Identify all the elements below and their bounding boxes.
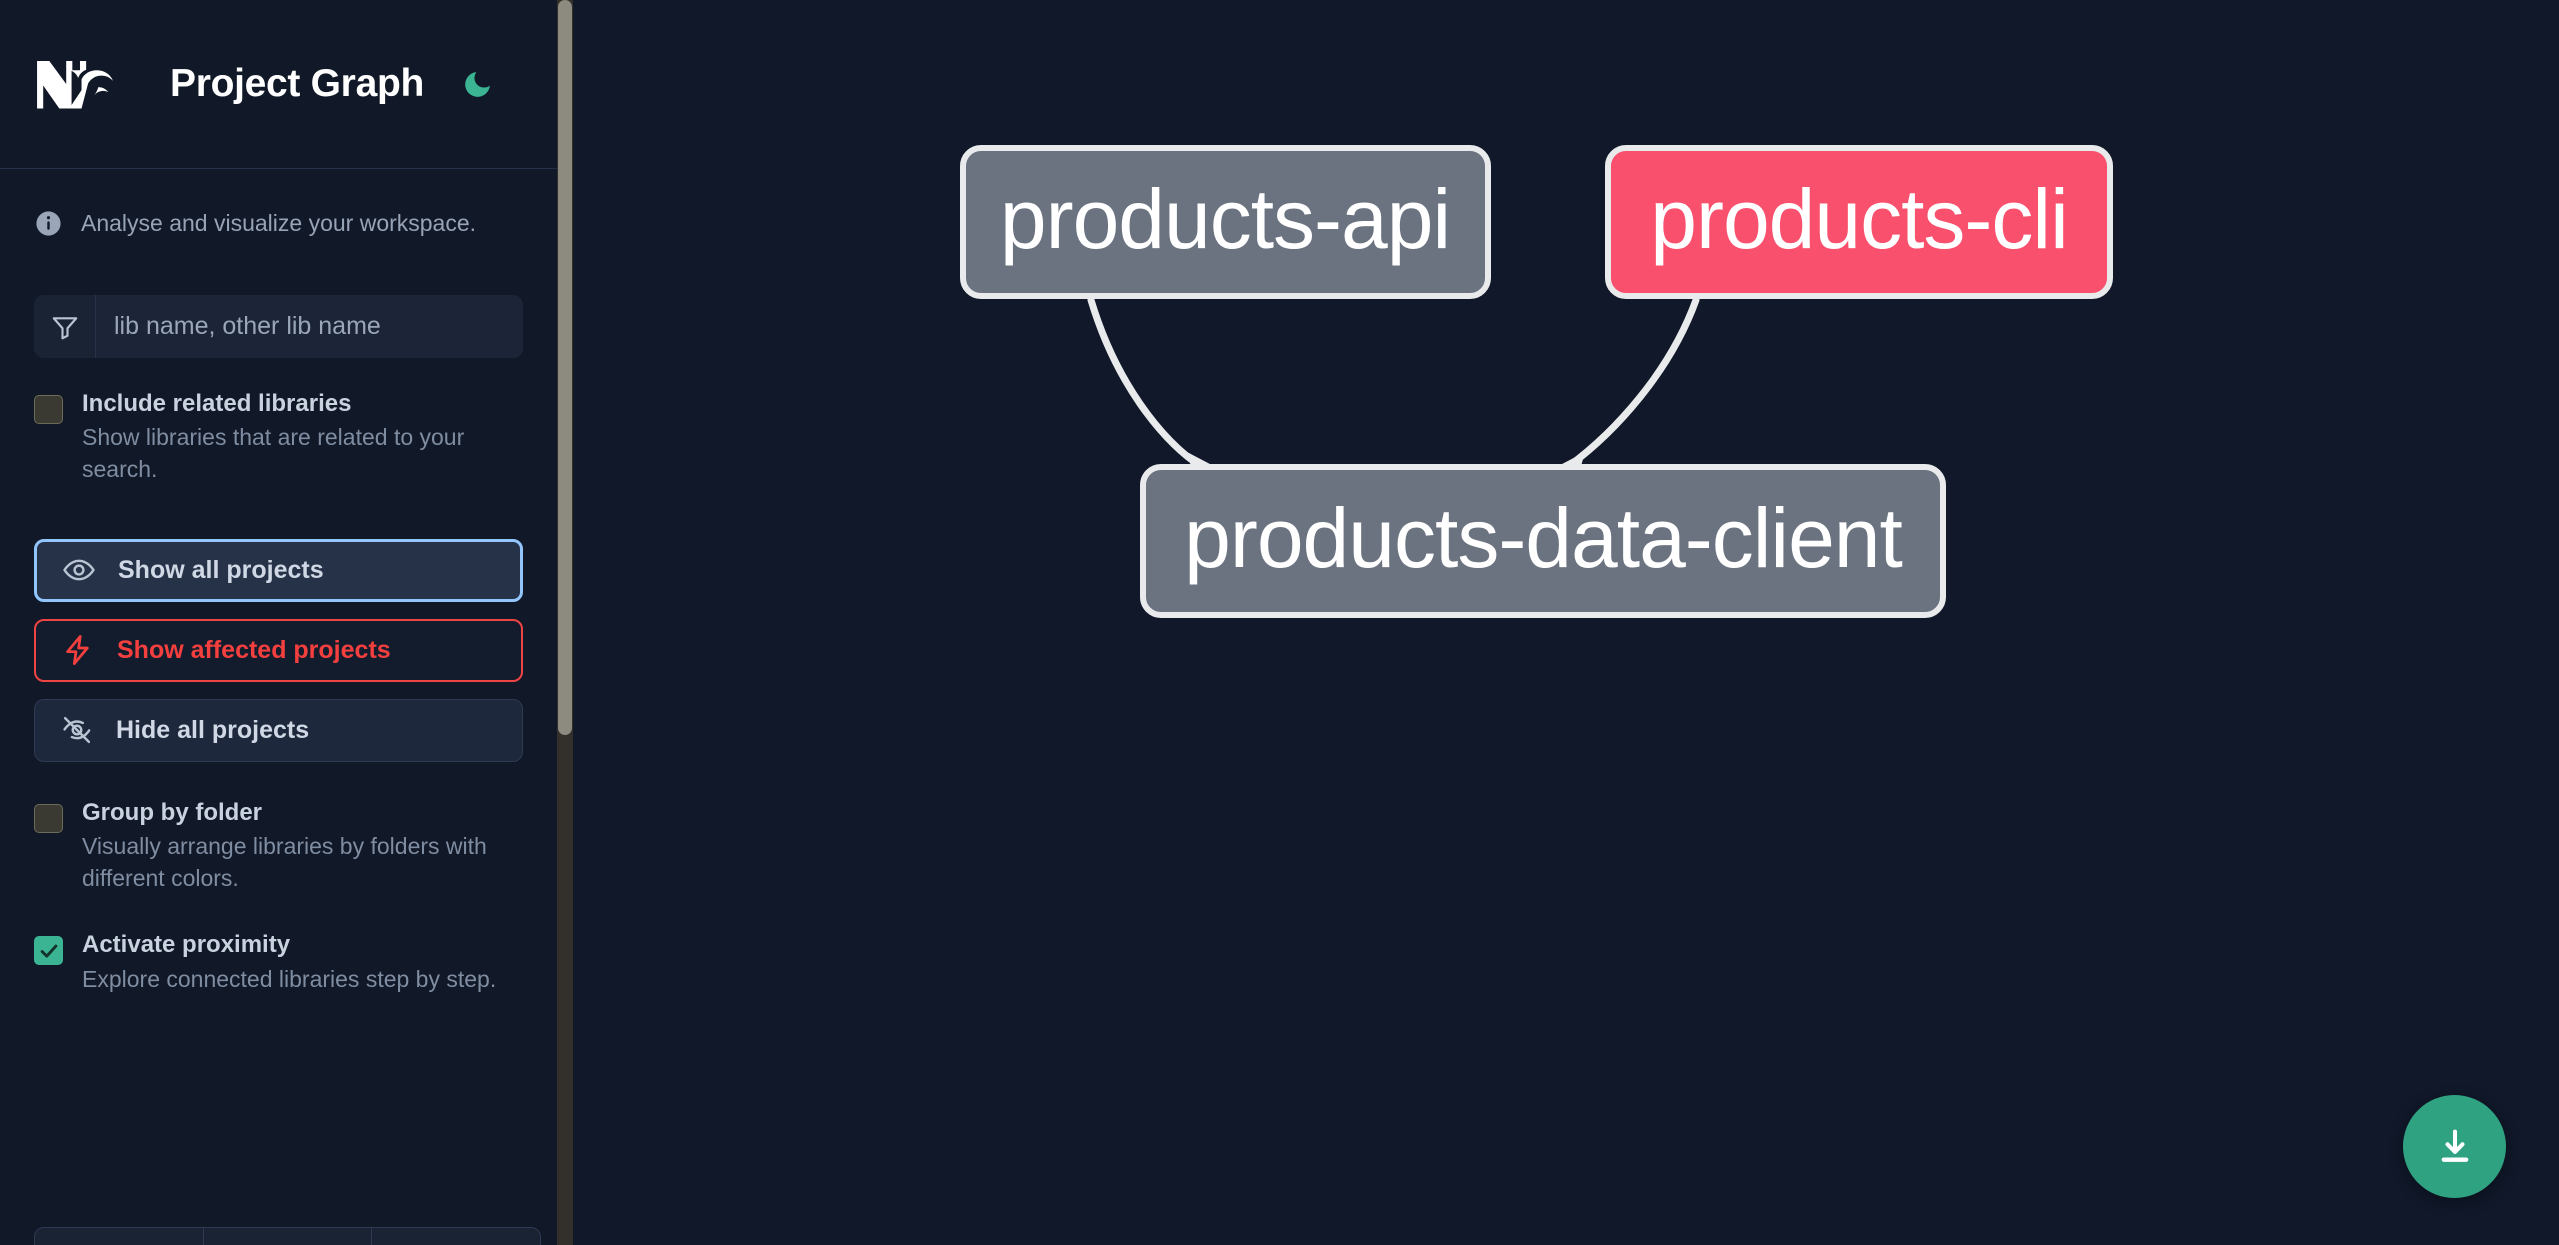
edge-products-cli-to-products-data-client bbox=[1565, 296, 1700, 470]
search-field[interactable] bbox=[34, 295, 523, 358]
eye-off-icon bbox=[60, 713, 94, 747]
nx-logo-icon bbox=[34, 56, 126, 112]
tagline-text: Analyse and visualize your workspace. bbox=[81, 210, 477, 236]
show-all-projects-button[interactable]: Show all projects bbox=[34, 538, 523, 602]
option-title: Include related libraries bbox=[82, 390, 352, 417]
node-label: products-data-client bbox=[1184, 491, 1902, 585]
download-image-button[interactable] bbox=[2403, 1095, 2506, 1198]
segment-1[interactable] bbox=[35, 1228, 204, 1245]
download-icon bbox=[2441, 1129, 2468, 1162]
moon-icon[interactable] bbox=[455, 62, 499, 106]
segment-3[interactable] bbox=[372, 1228, 540, 1245]
option-description: Visually arrange libraries by folders wi… bbox=[82, 832, 487, 891]
graph-canvas[interactable]: products-api products-cli products-data-… bbox=[575, 0, 2559, 1245]
show-all-projects-label: Show all projects bbox=[118, 555, 324, 584]
bolt-icon bbox=[61, 633, 95, 667]
group-by-folder-checkbox[interactable] bbox=[34, 803, 63, 833]
option-activate-proximity[interactable]: Activate proximity Explore connected lib… bbox=[0, 930, 557, 995]
action-buttons: Show all projects Show affected projects bbox=[34, 538, 523, 762]
include-related-libraries-checkbox[interactable] bbox=[34, 395, 63, 424]
node-label: products-cli bbox=[1650, 172, 2067, 266]
graph-node-products-data-client: products-data-client bbox=[1140, 464, 1946, 618]
option-description: Explore connected libraries step by step… bbox=[82, 965, 497, 992]
show-affected-projects-label: Show affected projects bbox=[117, 635, 391, 664]
filter-icon bbox=[34, 295, 96, 358]
sidebar: Project Graph Analyse and visualize y bbox=[0, 0, 575, 1245]
page-title: Project Graph bbox=[170, 62, 424, 105]
option-group-by-folder[interactable]: Group by folder Visually arrange librari… bbox=[0, 798, 557, 895]
sidebar-scrollbar-thumb[interactable] bbox=[558, 0, 572, 735]
info-icon bbox=[34, 209, 63, 238]
tagline: Analyse and visualize your workspace. bbox=[0, 169, 557, 238]
search-input[interactable] bbox=[96, 295, 523, 358]
sidebar-scroll-region: Project Graph Analyse and visualize y bbox=[0, 0, 557, 1245]
project-graph-svg: products-api products-cli products-data-… bbox=[960, 145, 2113, 618]
segment-2[interactable] bbox=[204, 1228, 373, 1245]
option-title: Activate proximity bbox=[82, 931, 291, 959]
option-include-related-libraries[interactable]: Include related libraries Show libraries… bbox=[0, 389, 557, 486]
graph-node-products-api: products-api bbox=[960, 145, 1491, 299]
node-label: products-api bbox=[1000, 172, 1450, 266]
graph-node-products-cli: products-cli bbox=[1605, 145, 2113, 299]
bottom-segmented-control[interactable] bbox=[34, 1227, 541, 1245]
hide-all-projects-button[interactable]: Hide all projects bbox=[34, 698, 523, 762]
show-affected-projects-button[interactable]: Show affected projects bbox=[34, 618, 523, 682]
header-divider bbox=[0, 168, 557, 169]
sidebar-scrollbar[interactable] bbox=[557, 0, 573, 1245]
option-description: Show libraries that are related to your … bbox=[82, 424, 465, 482]
eye-icon bbox=[62, 553, 96, 587]
edge-products-api-to-products-data-client bbox=[1087, 296, 1207, 472]
option-title: Group by folder bbox=[82, 798, 262, 826]
graph-edges bbox=[1087, 296, 1700, 491]
node-rect bbox=[1140, 464, 1946, 618]
node-rect bbox=[1605, 145, 2113, 299]
hide-all-projects-label: Hide all projects bbox=[116, 715, 310, 744]
activate-proximity-checkbox[interactable] bbox=[34, 936, 63, 966]
sidebar-header: Project Graph bbox=[0, 0, 557, 168]
node-rect bbox=[960, 145, 1491, 299]
